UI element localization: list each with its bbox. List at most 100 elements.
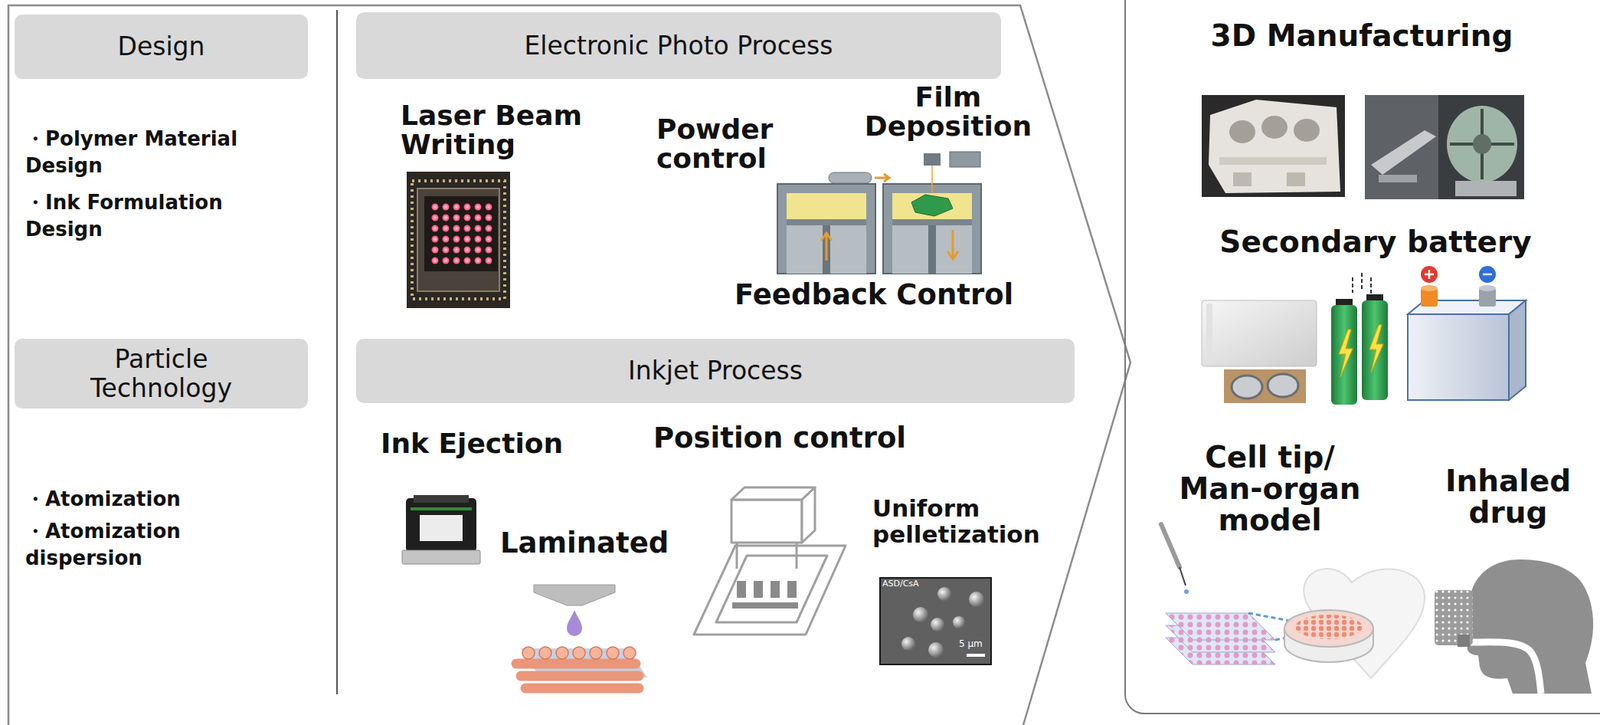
illustration-part — [539, 646, 552, 659]
illustration-part — [1407, 314, 1509, 400]
illustration-part — [1361, 300, 1388, 400]
illustration-part — [931, 165, 933, 194]
illustration-part — [525, 683, 639, 694]
illustration-part — [1478, 265, 1496, 283]
illustration-part — [1338, 329, 1353, 377]
illustration-part — [419, 514, 463, 541]
illustration-part — [606, 646, 619, 659]
battery-illustrations — [1201, 265, 1526, 405]
illustration-part — [406, 171, 511, 308]
xy-stage-wireframe — [693, 487, 846, 635]
illustration-part — [1233, 172, 1252, 187]
technique-label: Powder control — [656, 114, 802, 174]
illustration-part — [1161, 523, 1180, 567]
illustration-part — [566, 609, 583, 636]
box-label: Electronic Photo Process — [524, 31, 834, 61]
technique-label: Uniform pelletization — [872, 494, 1064, 547]
illustration-part — [1295, 614, 1363, 639]
illustration-part — [556, 646, 569, 659]
printed-device-photo — [1364, 94, 1525, 200]
bullet-item: ・Atomization — [25, 485, 286, 513]
category-box: Particle Technology — [14, 338, 308, 409]
illustration-part — [880, 577, 992, 665]
technique-label: Ink Ejection — [380, 428, 563, 459]
illustration-part — [522, 646, 535, 659]
illustration-part — [429, 201, 495, 266]
inkjet-head-photo — [402, 494, 481, 564]
illustration-part — [923, 153, 941, 166]
illustration-part — [912, 606, 929, 622]
illustration-part — [572, 646, 586, 659]
image-caption: ASD/CsA — [882, 579, 920, 589]
illustration-part — [1223, 369, 1306, 403]
illustration-part — [821, 232, 832, 261]
illustration-part — [1508, 300, 1526, 400]
illustration-part — [892, 219, 972, 226]
illustration-part — [786, 193, 867, 274]
category-box: Design — [14, 14, 308, 79]
illustration-part — [516, 658, 636, 669]
bullet-item: ・Polymer Material Design — [25, 125, 286, 180]
illustration-part — [1420, 284, 1438, 292]
illustration-part — [522, 646, 636, 659]
illustration-part — [516, 663, 639, 688]
illustration-part — [1179, 566, 1186, 586]
illustration-part — [1165, 612, 1276, 640]
illustration-part — [1449, 108, 1515, 180]
powder-bed-machine — [777, 151, 982, 274]
application-heading: 3D Manufacturing — [1177, 20, 1546, 53]
box-label: Inkjet Process — [628, 356, 803, 386]
illustration-part — [1472, 134, 1492, 154]
illustration-part — [777, 183, 876, 274]
application-heading: Cell tip/ Man-organ model — [1166, 441, 1374, 537]
illustration-part — [405, 497, 477, 552]
illustration-part — [1369, 324, 1384, 373]
illustration-part — [1293, 118, 1320, 142]
application-heading: Inhaled drug — [1420, 465, 1597, 529]
illustration-part — [693, 545, 846, 635]
application-panel: 3D ManufacturingSecondary batteryCell ti… — [1124, 0, 1600, 714]
illustration-part — [1478, 284, 1496, 292]
illustration-part — [1482, 273, 1493, 276]
illustration-part — [937, 586, 952, 601]
illustration-part — [1331, 304, 1358, 405]
box-label: Design — [117, 32, 206, 62]
illustration-part — [883, 183, 982, 274]
laser-array-photo — [406, 171, 511, 308]
illustration-part — [1267, 373, 1299, 397]
illustration-part — [413, 494, 469, 503]
illustration-part — [1420, 265, 1438, 283]
illustration-part — [1455, 180, 1517, 197]
technique-label: Laser Beam Writing — [400, 101, 608, 160]
illustration-part — [1231, 375, 1263, 399]
bullet-item: ・Atomization dispersion — [25, 517, 256, 572]
illustration-part — [828, 172, 872, 184]
illustration-part — [753, 580, 763, 598]
printed-part-photo — [1201, 94, 1345, 197]
illustration-part — [1261, 115, 1288, 139]
illustration-part — [736, 542, 797, 569]
illustration-part — [732, 602, 799, 609]
illustration-part — [801, 487, 815, 543]
illustration-part — [1459, 559, 1594, 694]
illustration-part — [731, 499, 802, 543]
illustration-part — [949, 151, 981, 167]
illustration-part — [1370, 130, 1437, 175]
illustration-part — [1286, 172, 1306, 187]
illustration-part — [410, 507, 472, 511]
illustration-part — [1352, 272, 1371, 295]
technique-label: Position control — [653, 423, 907, 454]
illustration-part — [589, 646, 603, 659]
illustration-part — [1284, 609, 1374, 647]
lamination-illustration — [516, 584, 648, 688]
illustration-part — [966, 653, 985, 657]
illustration-part — [1424, 269, 1434, 279]
application-heading: Secondary battery — [1184, 226, 1568, 259]
technique-label: Feedback Control — [734, 280, 1014, 311]
illustration-part — [623, 646, 636, 659]
process-band: Inkjet Process — [356, 338, 1075, 403]
illustration-part — [1438, 94, 1525, 200]
illustration-part — [968, 591, 985, 607]
illustration-part — [770, 580, 780, 598]
illustration-part — [1206, 303, 1213, 364]
